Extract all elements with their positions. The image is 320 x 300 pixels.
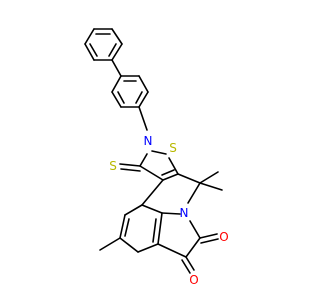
bond xyxy=(138,75,149,93)
bond xyxy=(84,28,95,45)
bond xyxy=(84,43,95,61)
bond xyxy=(141,204,163,214)
bond xyxy=(199,233,218,239)
bond xyxy=(139,153,148,167)
bond xyxy=(137,243,159,253)
atom-s-thione: S xyxy=(109,159,117,173)
atom-s-thiazole: S xyxy=(169,141,177,155)
bond xyxy=(124,218,130,237)
bond xyxy=(185,237,201,258)
bond xyxy=(177,173,201,184)
bond xyxy=(117,91,125,104)
bond xyxy=(108,43,117,57)
atom-o-upper: O xyxy=(219,230,228,244)
bond xyxy=(168,157,179,175)
atom-n-pyrrole: N xyxy=(180,206,189,220)
bond xyxy=(157,243,187,258)
bond xyxy=(138,106,148,131)
bond xyxy=(111,75,122,93)
bond xyxy=(124,204,143,216)
bond xyxy=(161,212,181,215)
atom-labels: N S S N O O xyxy=(109,134,229,287)
atom-o-lower: O xyxy=(189,273,198,287)
bond xyxy=(185,256,195,271)
bond xyxy=(111,28,123,45)
bond xyxy=(199,171,219,184)
bond xyxy=(152,218,157,243)
bond xyxy=(200,238,219,244)
bond xyxy=(135,91,143,104)
bond xyxy=(157,212,163,245)
bond xyxy=(89,43,98,57)
bond xyxy=(187,182,201,204)
bond xyxy=(111,43,123,61)
bond xyxy=(120,168,141,172)
bond xyxy=(119,214,126,239)
bond xyxy=(199,182,223,191)
bond xyxy=(111,59,122,77)
bond xyxy=(189,220,201,239)
bond xyxy=(162,173,179,181)
bond xyxy=(111,91,122,108)
bond xyxy=(99,237,121,251)
bond xyxy=(119,237,139,253)
bond xyxy=(138,91,149,108)
bond xyxy=(161,169,175,176)
bond xyxy=(141,179,164,206)
atom-n-thiazole: N xyxy=(144,134,153,148)
molecule-diagram: N S S N O O xyxy=(84,28,229,287)
bond xyxy=(181,259,191,274)
bonds xyxy=(84,28,223,274)
bond xyxy=(119,163,141,167)
bond xyxy=(139,165,164,181)
bond xyxy=(151,150,167,155)
